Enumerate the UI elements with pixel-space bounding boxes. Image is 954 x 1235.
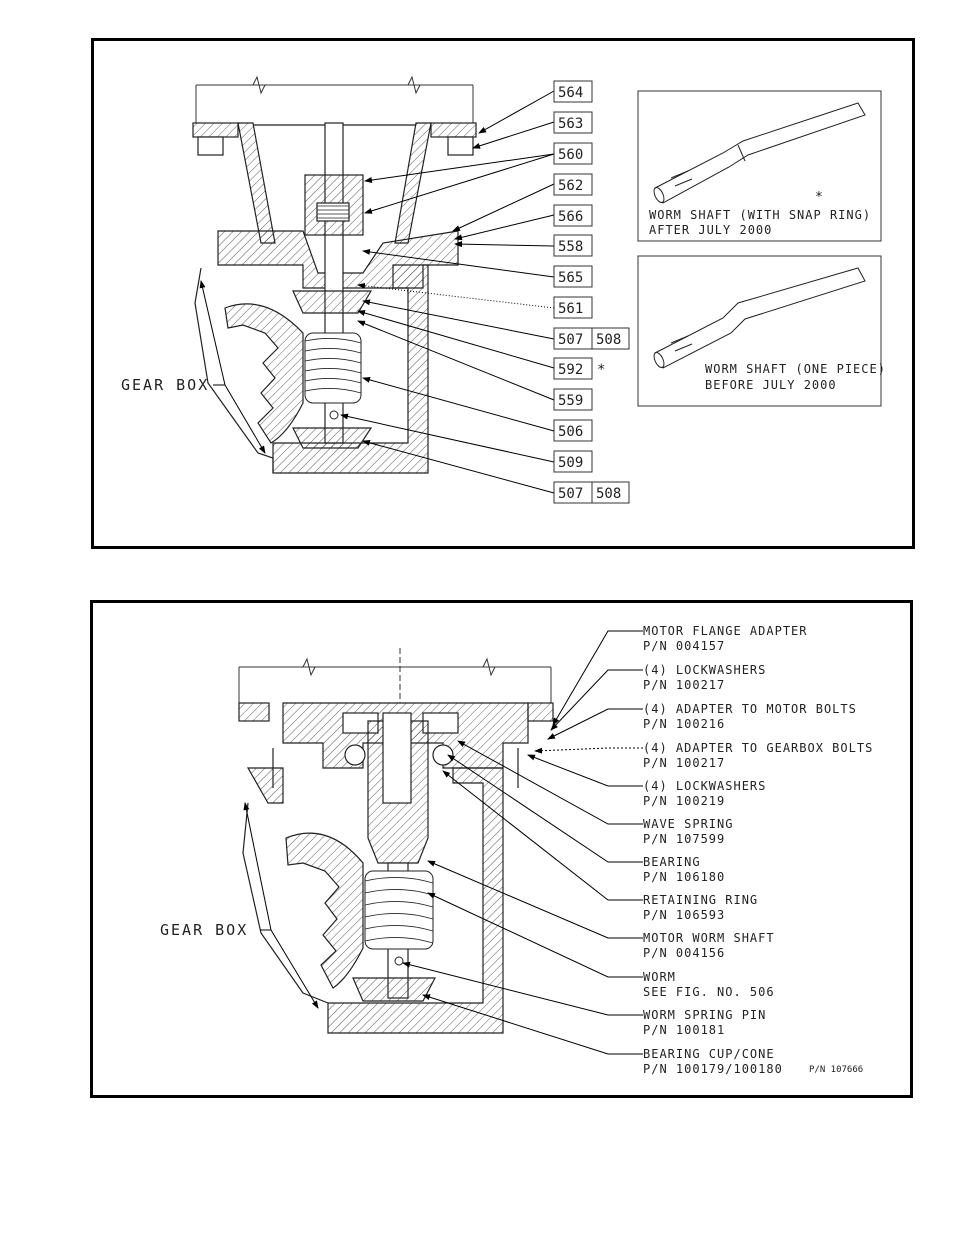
worm	[364, 870, 434, 966]
callout-2-name: (4) ADAPTER TO MOTOR BOLTS	[643, 702, 857, 716]
leader-lines	[340, 90, 555, 494]
callout-2-pn: P/N 100216	[643, 717, 725, 731]
part-563: 563	[558, 116, 583, 132]
callout-4-pn: P/N 100219	[643, 794, 725, 808]
part-561: 561	[558, 301, 583, 317]
callout-11-pn: P/N 100179/100180	[643, 1062, 783, 1076]
asterisk-mark: *	[597, 362, 605, 378]
part-560: 560	[558, 147, 583, 163]
part-507: 507	[558, 332, 583, 348]
callout-9-name: WORM	[643, 970, 676, 984]
callout-0-name: MOTOR FLANGE ADAPTER	[643, 624, 808, 638]
gearbox-section-drawing-bottom: GEAR BOX MOTOR FLANGE ADAPTER P/N 004157…	[160, 624, 873, 1076]
callout-4-name: (4) LOCKWASHERS	[643, 779, 766, 793]
callout-9-pn: SEE FIG. NO. 506	[643, 985, 775, 999]
part-564: 564	[558, 85, 583, 101]
callout-11-name: BEARING CUP/CONE	[643, 1047, 775, 1061]
inset2-line1: WORM SHAFT (ONE PIECE)	[705, 362, 886, 376]
part-562: 562	[558, 178, 583, 194]
inset1-asterisk: *	[815, 190, 823, 205]
callout-labels: MOTOR FLANGE ADAPTER P/N 004157 (4) LOCK…	[643, 624, 873, 1076]
gearbox-body	[246, 748, 519, 1034]
exploded-view-panel-bottom: GEAR BOX MOTOR FLANGE ADAPTER P/N 004157…	[90, 600, 913, 1098]
inset1-line1: WORM SHAFT (WITH SNAP RING)	[649, 208, 871, 222]
part-592: 592	[558, 362, 583, 378]
callout-3-pn: P/N 100217	[643, 756, 725, 770]
gearbox-section-drawing-top: GEAR BOX	[121, 75, 886, 504]
callout-1-name: (4) LOCKWASHERS	[643, 663, 766, 677]
callout-6-pn: P/N 106180	[643, 870, 725, 884]
part-number-boxes	[553, 80, 630, 504]
callout-5-name: WAVE SPRING	[643, 817, 733, 831]
drawing-part-number: P/N 107666	[809, 1065, 863, 1075]
gear	[194, 267, 304, 473]
gear-box-label: GEAR BOX	[121, 376, 209, 394]
callout-7-pn: P/N 106593	[643, 908, 725, 922]
inset-worm-shaft-snap-ring: * WORM SHAFT (WITH SNAP RING) AFTER JULY…	[637, 90, 882, 242]
callout-10-name: WORM SPRING PIN	[643, 1008, 766, 1022]
part-508: 508	[596, 332, 621, 348]
callout-8-name: MOTOR WORM SHAFT	[643, 931, 775, 945]
callout-3-name: (4) ADAPTER TO GEARBOX BOLTS	[643, 741, 873, 755]
part-558: 558	[558, 239, 583, 255]
part-508: 508	[596, 486, 621, 502]
exploded-view-panel-top: GEAR BOX	[91, 38, 915, 549]
callout-1-pn: P/N 100217	[643, 678, 725, 692]
dimension-line	[238, 648, 552, 703]
gear-box-label: GEAR BOX	[160, 921, 248, 939]
callout-0-pn: P/N 004157	[643, 639, 725, 653]
inset-worm-shaft-one-piece: WORM SHAFT (ONE PIECE) BEFORE JULY 2000	[637, 255, 886, 407]
flange	[192, 122, 477, 156]
dimension-line	[195, 75, 474, 123]
part-565: 565	[558, 270, 583, 286]
inset1-line2: AFTER JULY 2000	[649, 223, 772, 237]
part-506: 506	[558, 424, 583, 440]
callout-6-name: BEARING	[643, 855, 701, 869]
part-559: 559	[558, 393, 583, 409]
gearbox-body	[272, 264, 429, 474]
part-507: 507	[558, 486, 583, 502]
gear	[242, 802, 364, 1004]
callout-5-pn: P/N 107599	[643, 832, 725, 846]
part-509: 509	[558, 455, 583, 471]
callout-10-pn: P/N 100181	[643, 1023, 725, 1037]
leader-lines	[402, 630, 643, 1055]
callout-7-name: RETAINING RING	[643, 893, 758, 907]
worm	[304, 332, 362, 420]
callout-8-pn: P/N 004156	[643, 946, 725, 960]
part-numbers: 564 563 560 562 566 558 565 561 507 508 …	[558, 85, 621, 502]
motor-worm-shaft	[367, 712, 429, 999]
inset2-line2: BEFORE JULY 2000	[705, 378, 837, 392]
part-566: 566	[558, 209, 583, 225]
